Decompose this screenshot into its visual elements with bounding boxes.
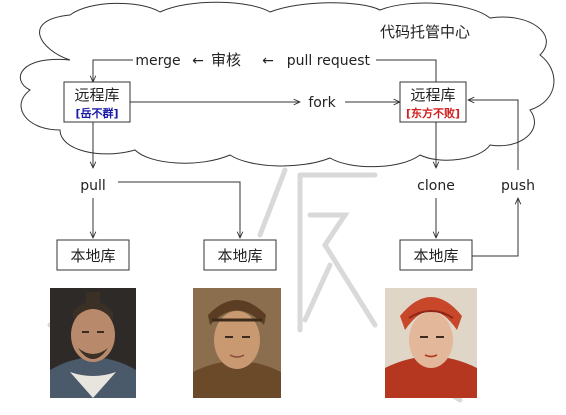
remote-repo-left: 远程库 [岳不群] xyxy=(63,81,131,123)
review-label: 审核 xyxy=(211,51,241,69)
pr-connector xyxy=(376,59,437,82)
push-flow: push xyxy=(468,100,535,257)
push-label: push xyxy=(501,178,535,194)
local-repo-3: 本地库 xyxy=(399,239,473,271)
pull-label: pull xyxy=(80,178,106,194)
pull-request-label: pull request xyxy=(287,53,371,69)
pull-flow: pull xyxy=(80,122,240,238)
portrait-dongfang-bubai xyxy=(385,288,477,398)
remote-left-owner: [岳不群] xyxy=(75,106,118,120)
cloud-title: 代码托管中心 xyxy=(380,23,470,41)
portrait-yue-buqun xyxy=(50,288,136,398)
local-repo-2: 本地库 xyxy=(203,239,277,271)
svg-text:本地库: 本地库 xyxy=(70,247,115,265)
remote-right-title: 远程库 xyxy=(410,86,455,104)
svg-text:本地库: 本地库 xyxy=(217,247,262,265)
remote-left-title: 远程库 xyxy=(74,86,119,104)
fork-label: fork xyxy=(308,95,336,111)
clone-flow: clone xyxy=(417,122,455,238)
portrait-linghu-chong xyxy=(193,288,281,398)
fork-flow: fork xyxy=(130,95,400,111)
merge-label: merge xyxy=(135,53,180,69)
remote-repo-right: 远程库 [东方不败] xyxy=(399,81,467,123)
clone-label: clone xyxy=(417,178,455,194)
arrow-left-icon: ← xyxy=(262,53,274,69)
svg-text:本地库: 本地库 xyxy=(413,247,458,265)
code-hosting-cloud: 代码托管中心 xyxy=(19,1,555,168)
arrow-left-icon: ← xyxy=(192,53,204,69)
review-flow: pull request ← 审核 ← merge xyxy=(93,51,437,82)
local-repo-1: 本地库 xyxy=(56,239,130,271)
remote-right-owner: [东方不败] xyxy=(406,106,460,120)
merge-connector xyxy=(93,59,133,82)
